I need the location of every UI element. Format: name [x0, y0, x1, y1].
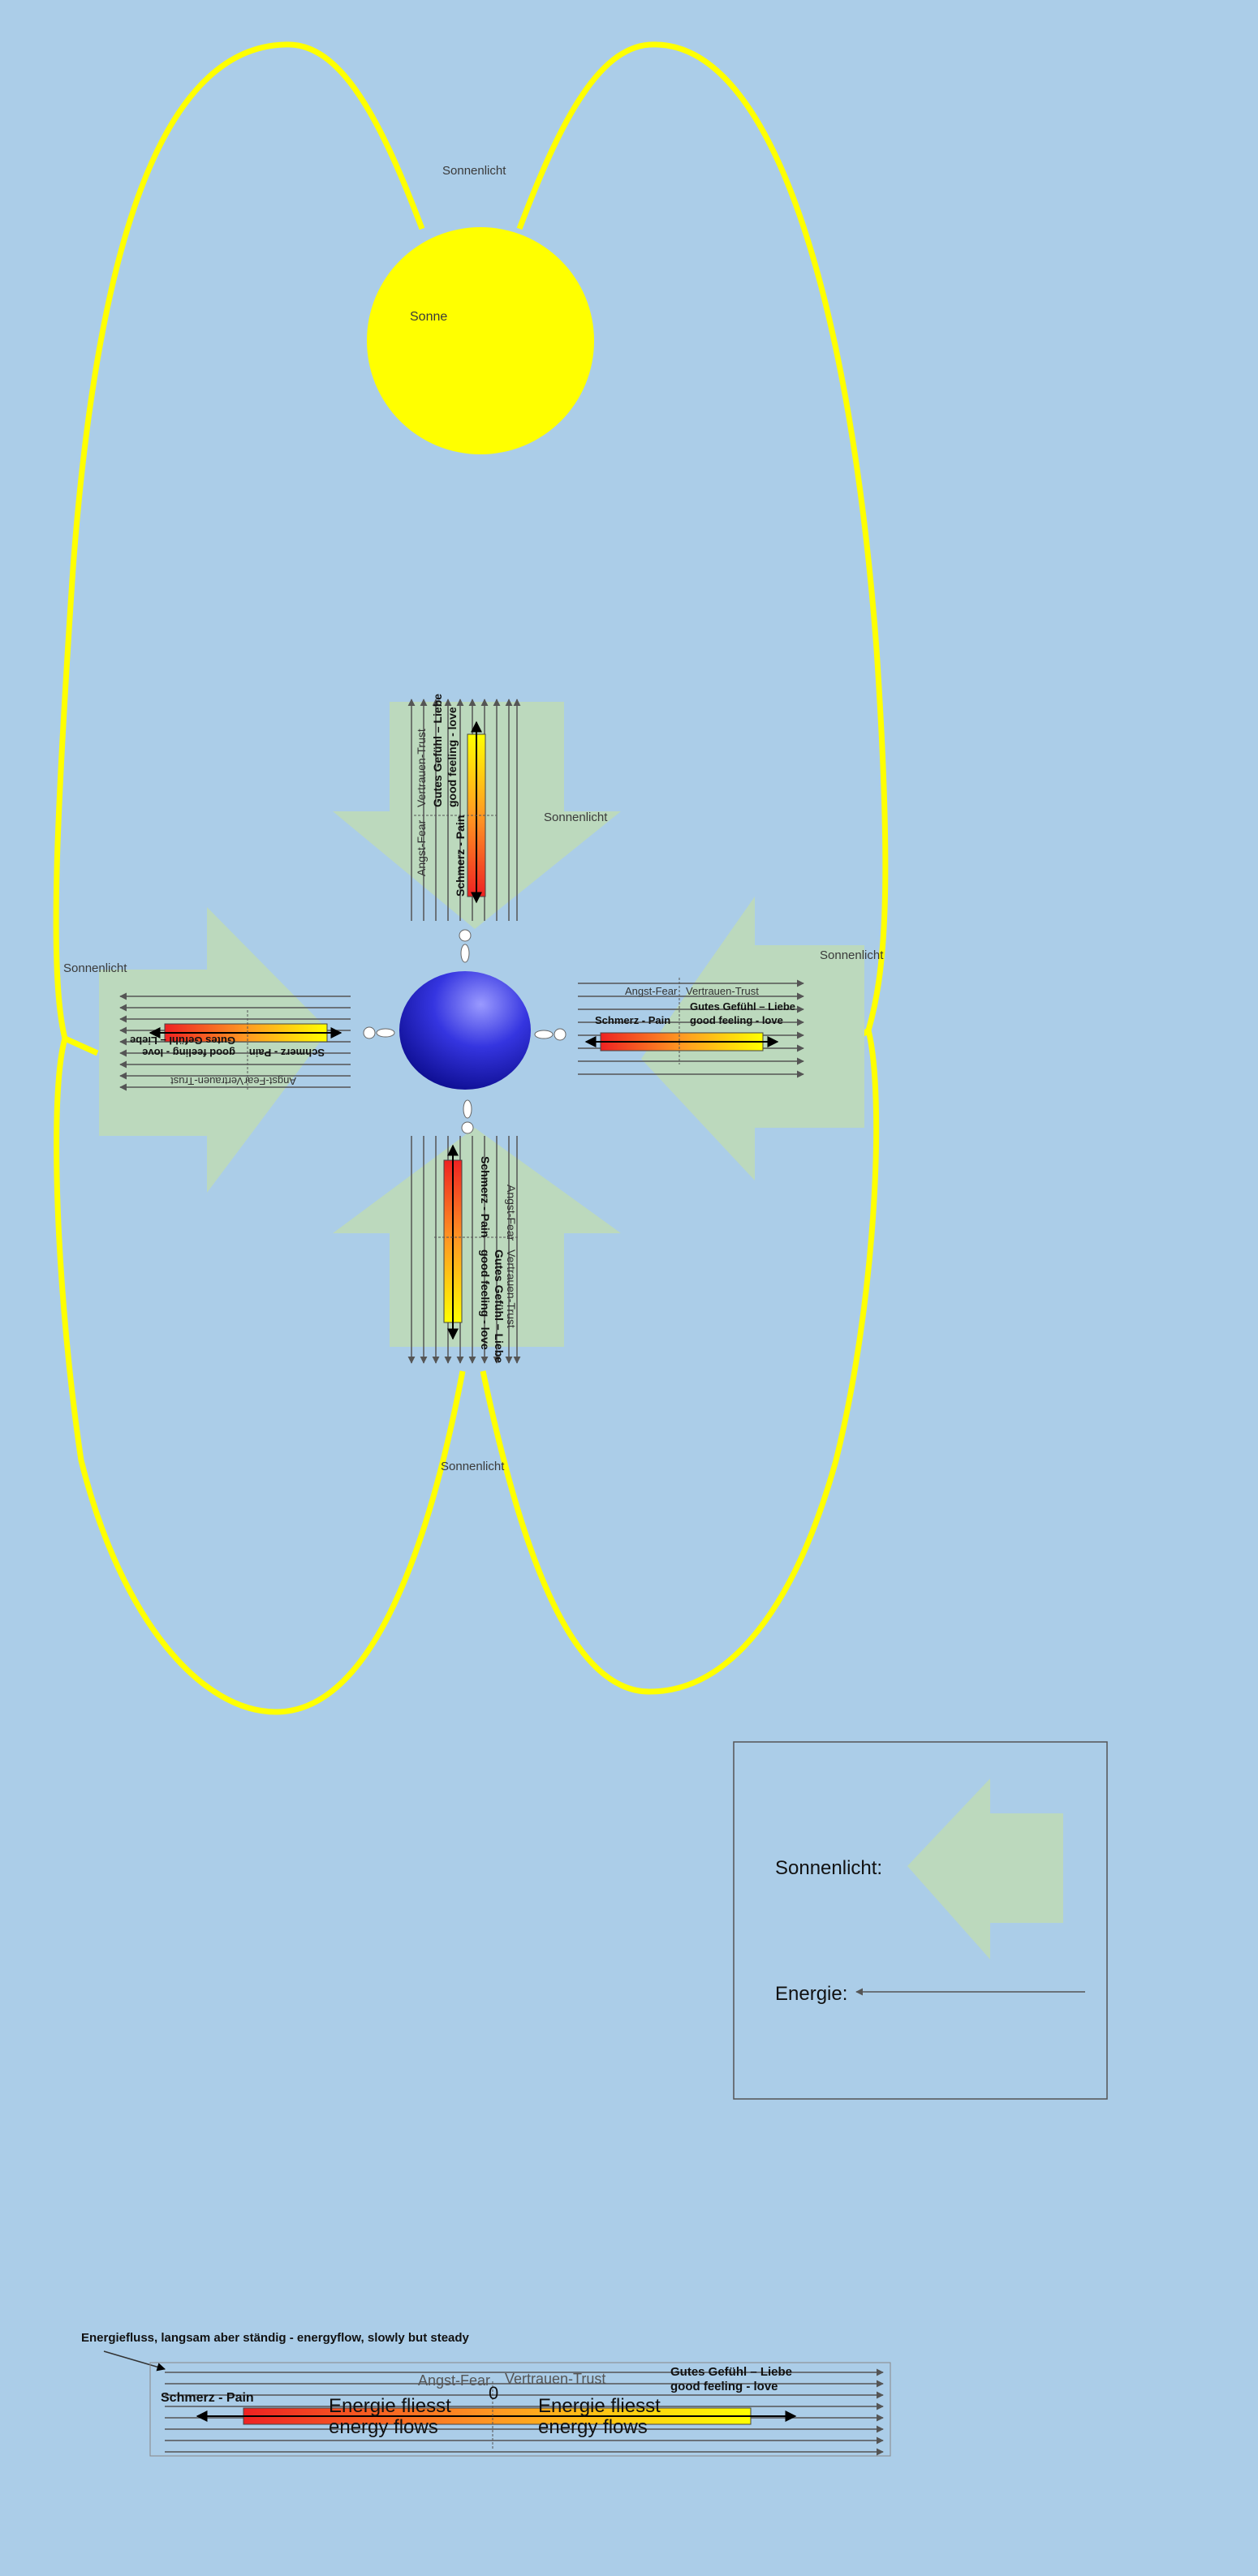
gauge-top: Angst-Fear Vertrauen-Trust Gutes Gefühl … — [407, 694, 521, 921]
gauge-bottom-trust: Vertrauen-Trust — [505, 1249, 518, 1328]
energy-scale: Energiefluss, langsam aber ständig - ene… — [81, 2331, 891, 2457]
gauge-top-pain: Schmerz - Pain — [454, 815, 467, 897]
energy-scale-good-de: Gutes Gefühl – Liebe — [670, 2365, 792, 2379]
energy-flow-left-de: Energie fliesst — [329, 2395, 451, 2417]
planet — [399, 971, 531, 1090]
gauge-right-good-en: good feeling - love — [690, 1014, 783, 1026]
gauge-right-trust: Vertrauen-Trust — [686, 985, 759, 997]
legend-box — [733, 1741, 1108, 2100]
energy-scale-trust: Vertrauen-Trust — [505, 2371, 605, 2387]
gauge-right-good-de: Gutes Gefühl – Liebe — [690, 1000, 795, 1013]
sunlight-label-top: Sonnenlicht — [442, 164, 506, 178]
gauge-bottom-good-de: Gutes Gefühl – Liebe — [493, 1249, 506, 1363]
energy-scale-pain: Schmerz - Pain — [161, 2391, 254, 2405]
gauge-top-fear: Angst-Fear — [415, 819, 428, 876]
figure-top — [459, 929, 472, 963]
people-figures — [363, 929, 567, 1134]
gauge-left-good-de: Gutes Gefühl – Liebe — [130, 1034, 235, 1047]
figure-left — [363, 1026, 395, 1039]
legend-sunlight-arrow — [907, 1778, 1063, 1959]
gauge-top-good-de: Gutes Gefühl – Liebe — [431, 694, 444, 807]
legend-energy-label: Energie: — [775, 1983, 847, 2005]
legend: Sonnenlicht: Energie: — [733, 1741, 1108, 2100]
gauge-right-fear: Angst-Fear — [625, 985, 678, 997]
sun — [367, 227, 594, 454]
sunlight-label-bottom: Sonnenlicht — [441, 1460, 505, 1473]
gauge-right: Angst-Fear Vertrauen-Trust Gutes Gefühl … — [578, 978, 804, 1078]
sun-label: Sonne — [410, 310, 447, 324]
sunlight-label-right: Sonnenlicht — [820, 948, 884, 962]
sunlight-orbits — [53, 41, 889, 1715]
gauge-top-good-en: good feeling - love — [446, 707, 459, 807]
energy-scale-good-en: good feeling - love — [670, 2380, 778, 2393]
gauge-right-pain: Schmerz - Pain — [595, 1014, 670, 1026]
gauge-left-trust: Vertrauen-Trust — [170, 1075, 243, 1087]
gauge-left-fear: Angst-Fear — [243, 1075, 296, 1087]
gauge-left-good-en: good feeling - love — [142, 1047, 235, 1059]
orbit-left-lower — [54, 1038, 466, 1715]
energy-scale-caption: Energiefluss, langsam aber ständig - ene… — [81, 2331, 470, 2345]
energy-flow-right-de: Energie fliesst — [538, 2395, 661, 2417]
energy-flow-left-en: energy flows — [329, 2416, 438, 2438]
sunlight-label-left: Sonnenlicht — [63, 961, 127, 975]
gauge-bottom-pain: Schmerz - Pain — [479, 1156, 492, 1237]
sunlight-label-arrow-top: Sonnenlicht — [544, 811, 608, 824]
sunlight-arrow-left — [99, 907, 329, 1193]
figure-bottom — [461, 1099, 474, 1134]
gauge-bottom-fear: Angst-Fear — [505, 1185, 518, 1241]
figure-right — [534, 1028, 567, 1041]
gauge-bottom-good-en: good feeling - love — [479, 1249, 492, 1350]
gauge-left-pain: Schmerz - Pain — [249, 1047, 325, 1059]
orbit-left-upper — [53, 41, 425, 1056]
energy-scale-fear: Angst-Fear — [418, 2372, 490, 2389]
energy-scale-box — [149, 2362, 891, 2457]
orbit-right-lower — [480, 1030, 880, 1695]
orbit-right-upper — [516, 41, 889, 1043]
energy-flow-right-en: energy flows — [538, 2416, 648, 2438]
gauge-bottom: Schmerz - Pain good feeling - love Gutes… — [407, 1136, 521, 1364]
energy-scale-zero: 0 — [489, 2383, 498, 2403]
legend-sunlight-label: Sonnenlicht: — [775, 1857, 882, 1879]
gauge-left: Schmerz - Pain good feeling - love Gutes… — [119, 992, 351, 1091]
gauge-top-trust: Vertrauen-Trust — [415, 729, 428, 807]
